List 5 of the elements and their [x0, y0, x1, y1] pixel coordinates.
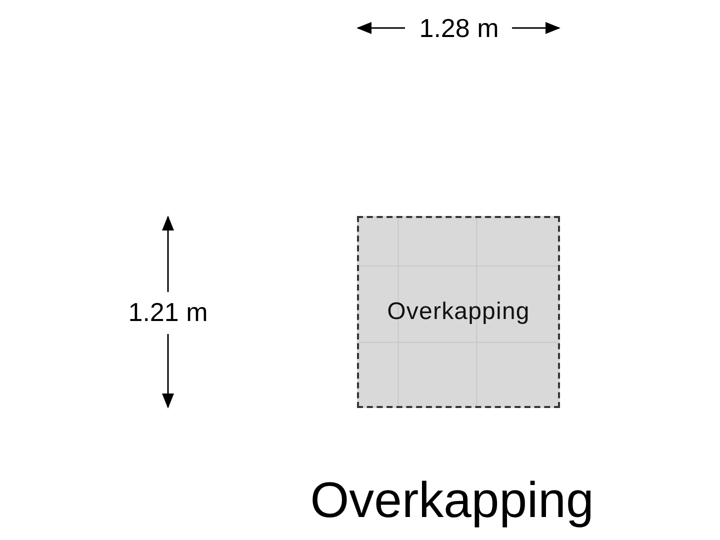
- floor-title: Overkapping: [309, 471, 595, 530]
- room-area: [357, 216, 560, 408]
- dimension-label: 1.21 m: [127, 298, 209, 326]
- room-label: Overkapping: [387, 298, 530, 326]
- dimension-label: 1.28 m: [418, 14, 500, 42]
